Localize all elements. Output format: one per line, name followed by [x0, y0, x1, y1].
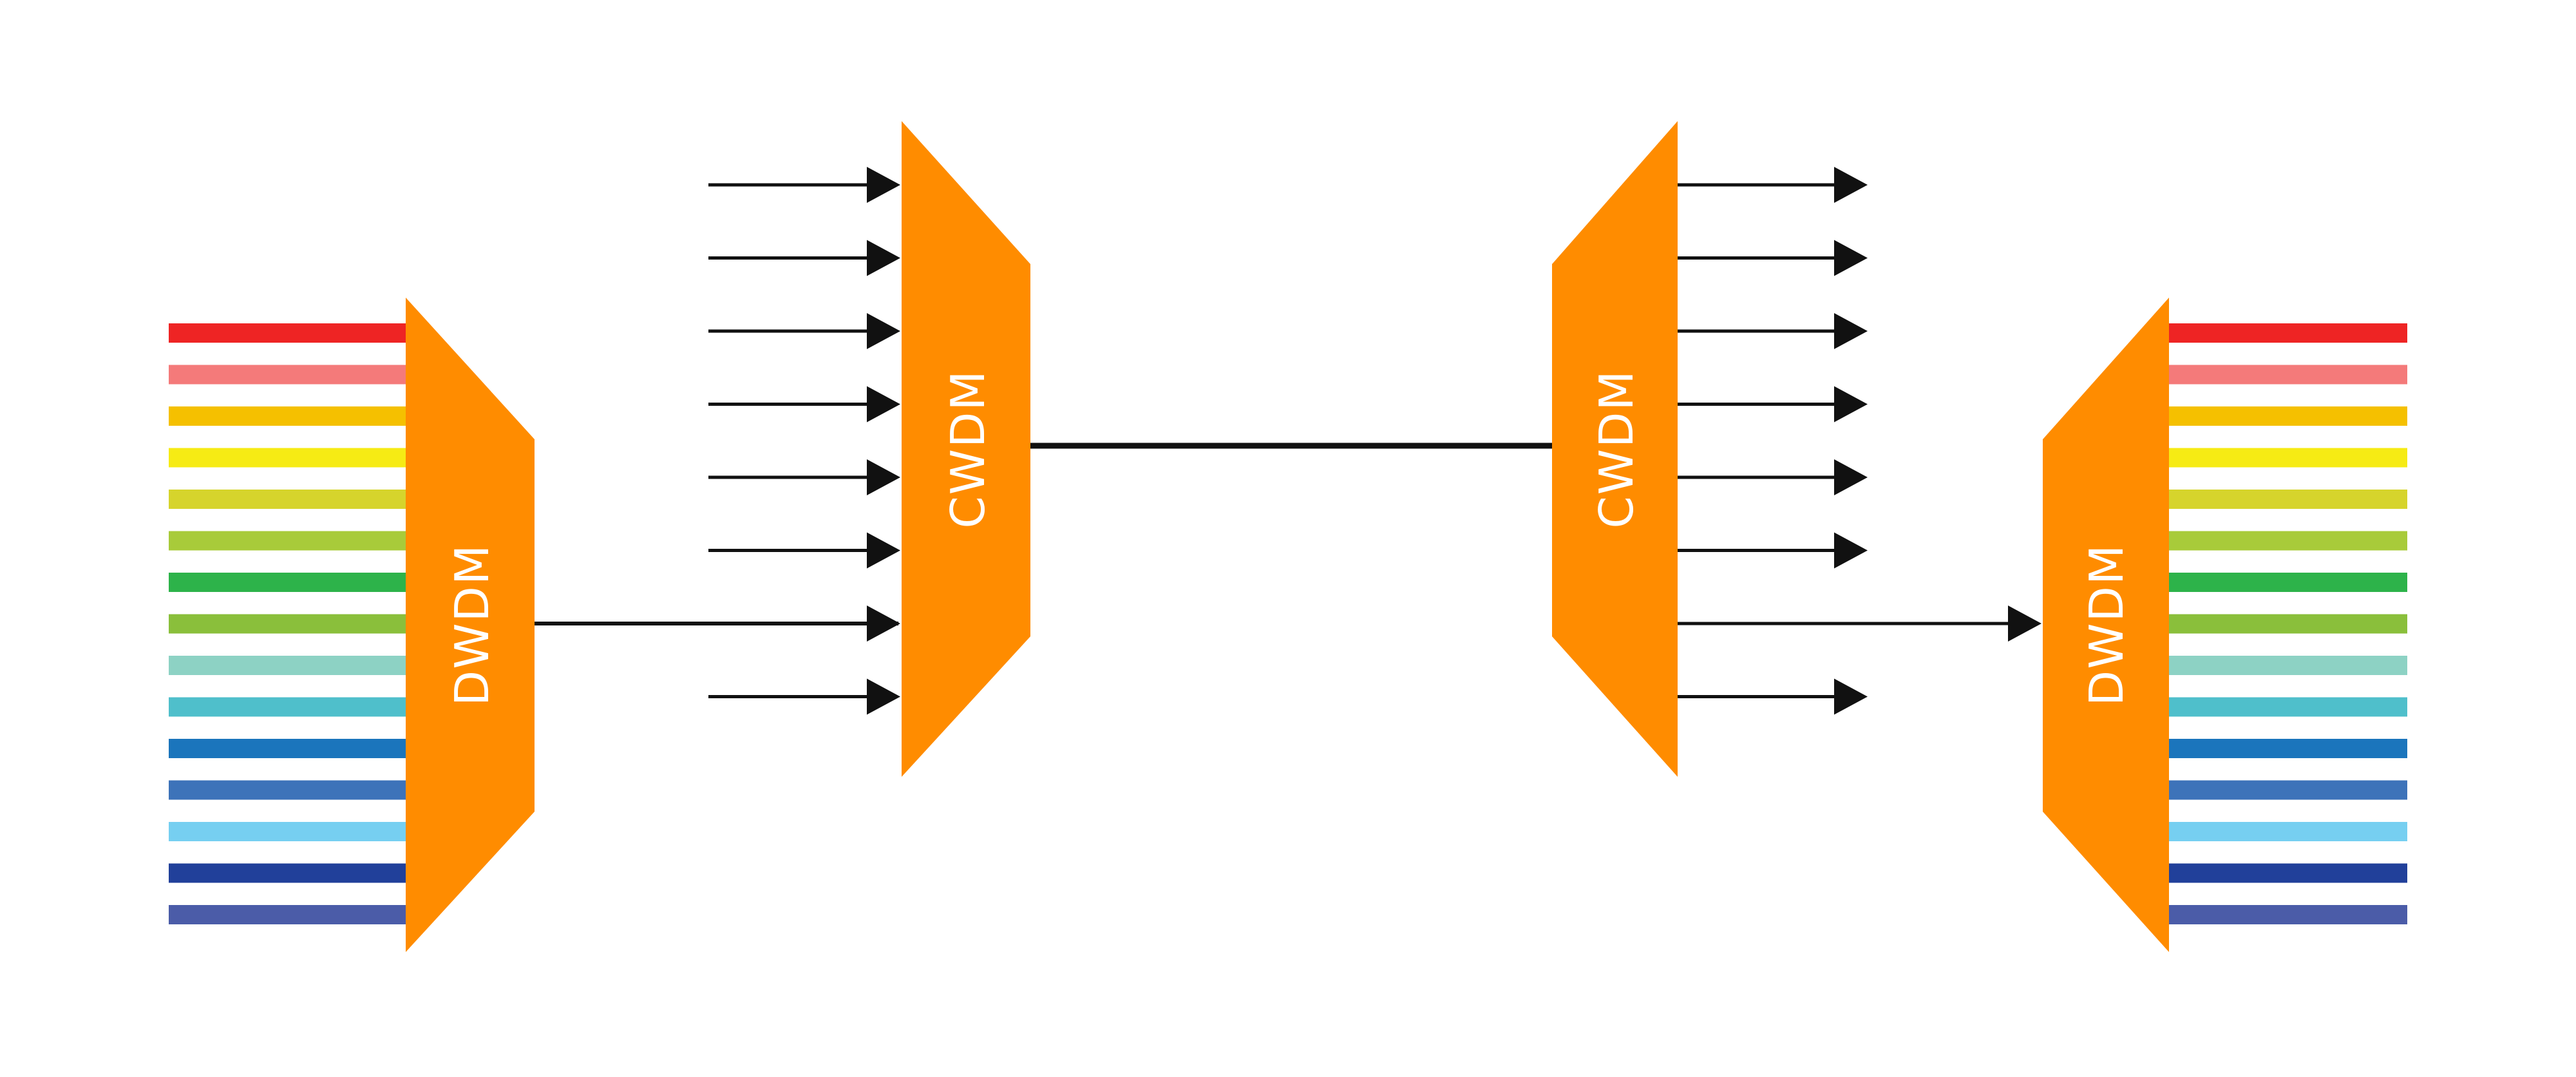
right-channel-bar-sky-blue — [2168, 822, 2407, 841]
right-wavelength-bars — [2168, 323, 2407, 924]
dwdm-left-shape — [406, 298, 535, 952]
dwdm-right-block: DWDM — [2043, 298, 2169, 952]
cwdm-input-arrowhead — [867, 313, 900, 349]
cwdm-output-arrowhead — [1834, 386, 1868, 423]
dwdm-right-label: DWDM — [2079, 544, 2134, 706]
left-channel-bar-navy — [169, 863, 408, 883]
right-channel-bar-navy — [2168, 863, 2407, 883]
right-channel-bar-mint — [2168, 656, 2407, 675]
left-channel-bar-teal — [169, 697, 408, 717]
left-channel-bar-blue — [169, 739, 408, 758]
left-channel-bar-olive-yellow — [169, 490, 408, 509]
cwdm-input-arrowhead — [867, 386, 900, 423]
cwdm-left-label: CWDM — [941, 369, 995, 528]
right-channel-bar-teal — [2168, 697, 2407, 717]
cwdm-input-arrowhead — [867, 167, 900, 203]
cwdm-left-block: CWDM — [902, 121, 1030, 777]
cwdm-right-block: CWDM — [1552, 121, 1678, 777]
right-channel-bar-slate-blue — [2168, 905, 2407, 924]
right-channel-bar-green — [2168, 573, 2407, 592]
right-channel-bar-red — [2168, 323, 2407, 343]
right-channel-bar-blue — [2168, 739, 2407, 758]
left-channel-bar-green — [169, 573, 408, 592]
cwdm-left-shape — [902, 121, 1030, 777]
right-channel-bar-orange-yellow — [2168, 406, 2407, 426]
right-channel-bar-olive-yellow — [2168, 490, 2407, 509]
right-channel-bar-light-green — [2168, 614, 2407, 634]
left-channel-bar-yellow-green — [169, 531, 408, 551]
cwdm-output-arrowhead — [1834, 459, 1868, 495]
right-channel-bar-light-red — [2168, 365, 2407, 385]
left-channel-bar-light-green — [169, 614, 408, 634]
cwdm-output-arrowhead — [1834, 313, 1868, 349]
cwdm-input-arrowhead — [867, 240, 900, 276]
cwdm-output-arrowhead — [1834, 532, 1868, 569]
left-wavelength-bars — [169, 323, 408, 924]
dwdm-right-shape — [2043, 298, 2169, 952]
cwdm-input-arrowhead — [867, 678, 900, 715]
right-channel-bar-yellow — [2168, 448, 2407, 468]
cwdm-input-arrowhead — [867, 459, 900, 495]
cwdm-output-arrowhead — [1834, 678, 1868, 715]
left-channel-bar-mint — [169, 656, 408, 675]
cwdm-input-arrowhead — [867, 532, 900, 569]
right-channel-bar-steel-blue — [2168, 780, 2407, 800]
left-channel-bar-red — [169, 323, 408, 343]
cwdm-right-shape — [1552, 121, 1678, 777]
cwdm-left-input-arrows — [708, 167, 900, 715]
left-channel-bar-orange-yellow — [169, 406, 408, 426]
dwdm-left-block: DWDM — [406, 298, 535, 952]
cwdm-output-arrowhead — [1834, 167, 1868, 203]
left-channel-bar-sky-blue — [169, 822, 408, 841]
left-channel-bar-slate-blue — [169, 905, 408, 924]
left-channel-bar-yellow — [169, 448, 408, 468]
left-channel-bar-steel-blue — [169, 780, 408, 800]
cwdm-right-output-arrows — [1678, 167, 2041, 715]
right-channel-bar-yellow-green — [2168, 531, 2407, 551]
dwdm-left-label: DWDM — [445, 544, 499, 706]
cwdm-input-arrowhead — [867, 605, 900, 642]
left-channel-bar-light-red — [169, 365, 408, 385]
cwdm-to-dwdm-feed-arrowhead — [2008, 605, 2041, 642]
cwdm-output-arrowhead — [1834, 240, 1868, 276]
cwdm-right-label: CWDM — [1589, 369, 1643, 528]
